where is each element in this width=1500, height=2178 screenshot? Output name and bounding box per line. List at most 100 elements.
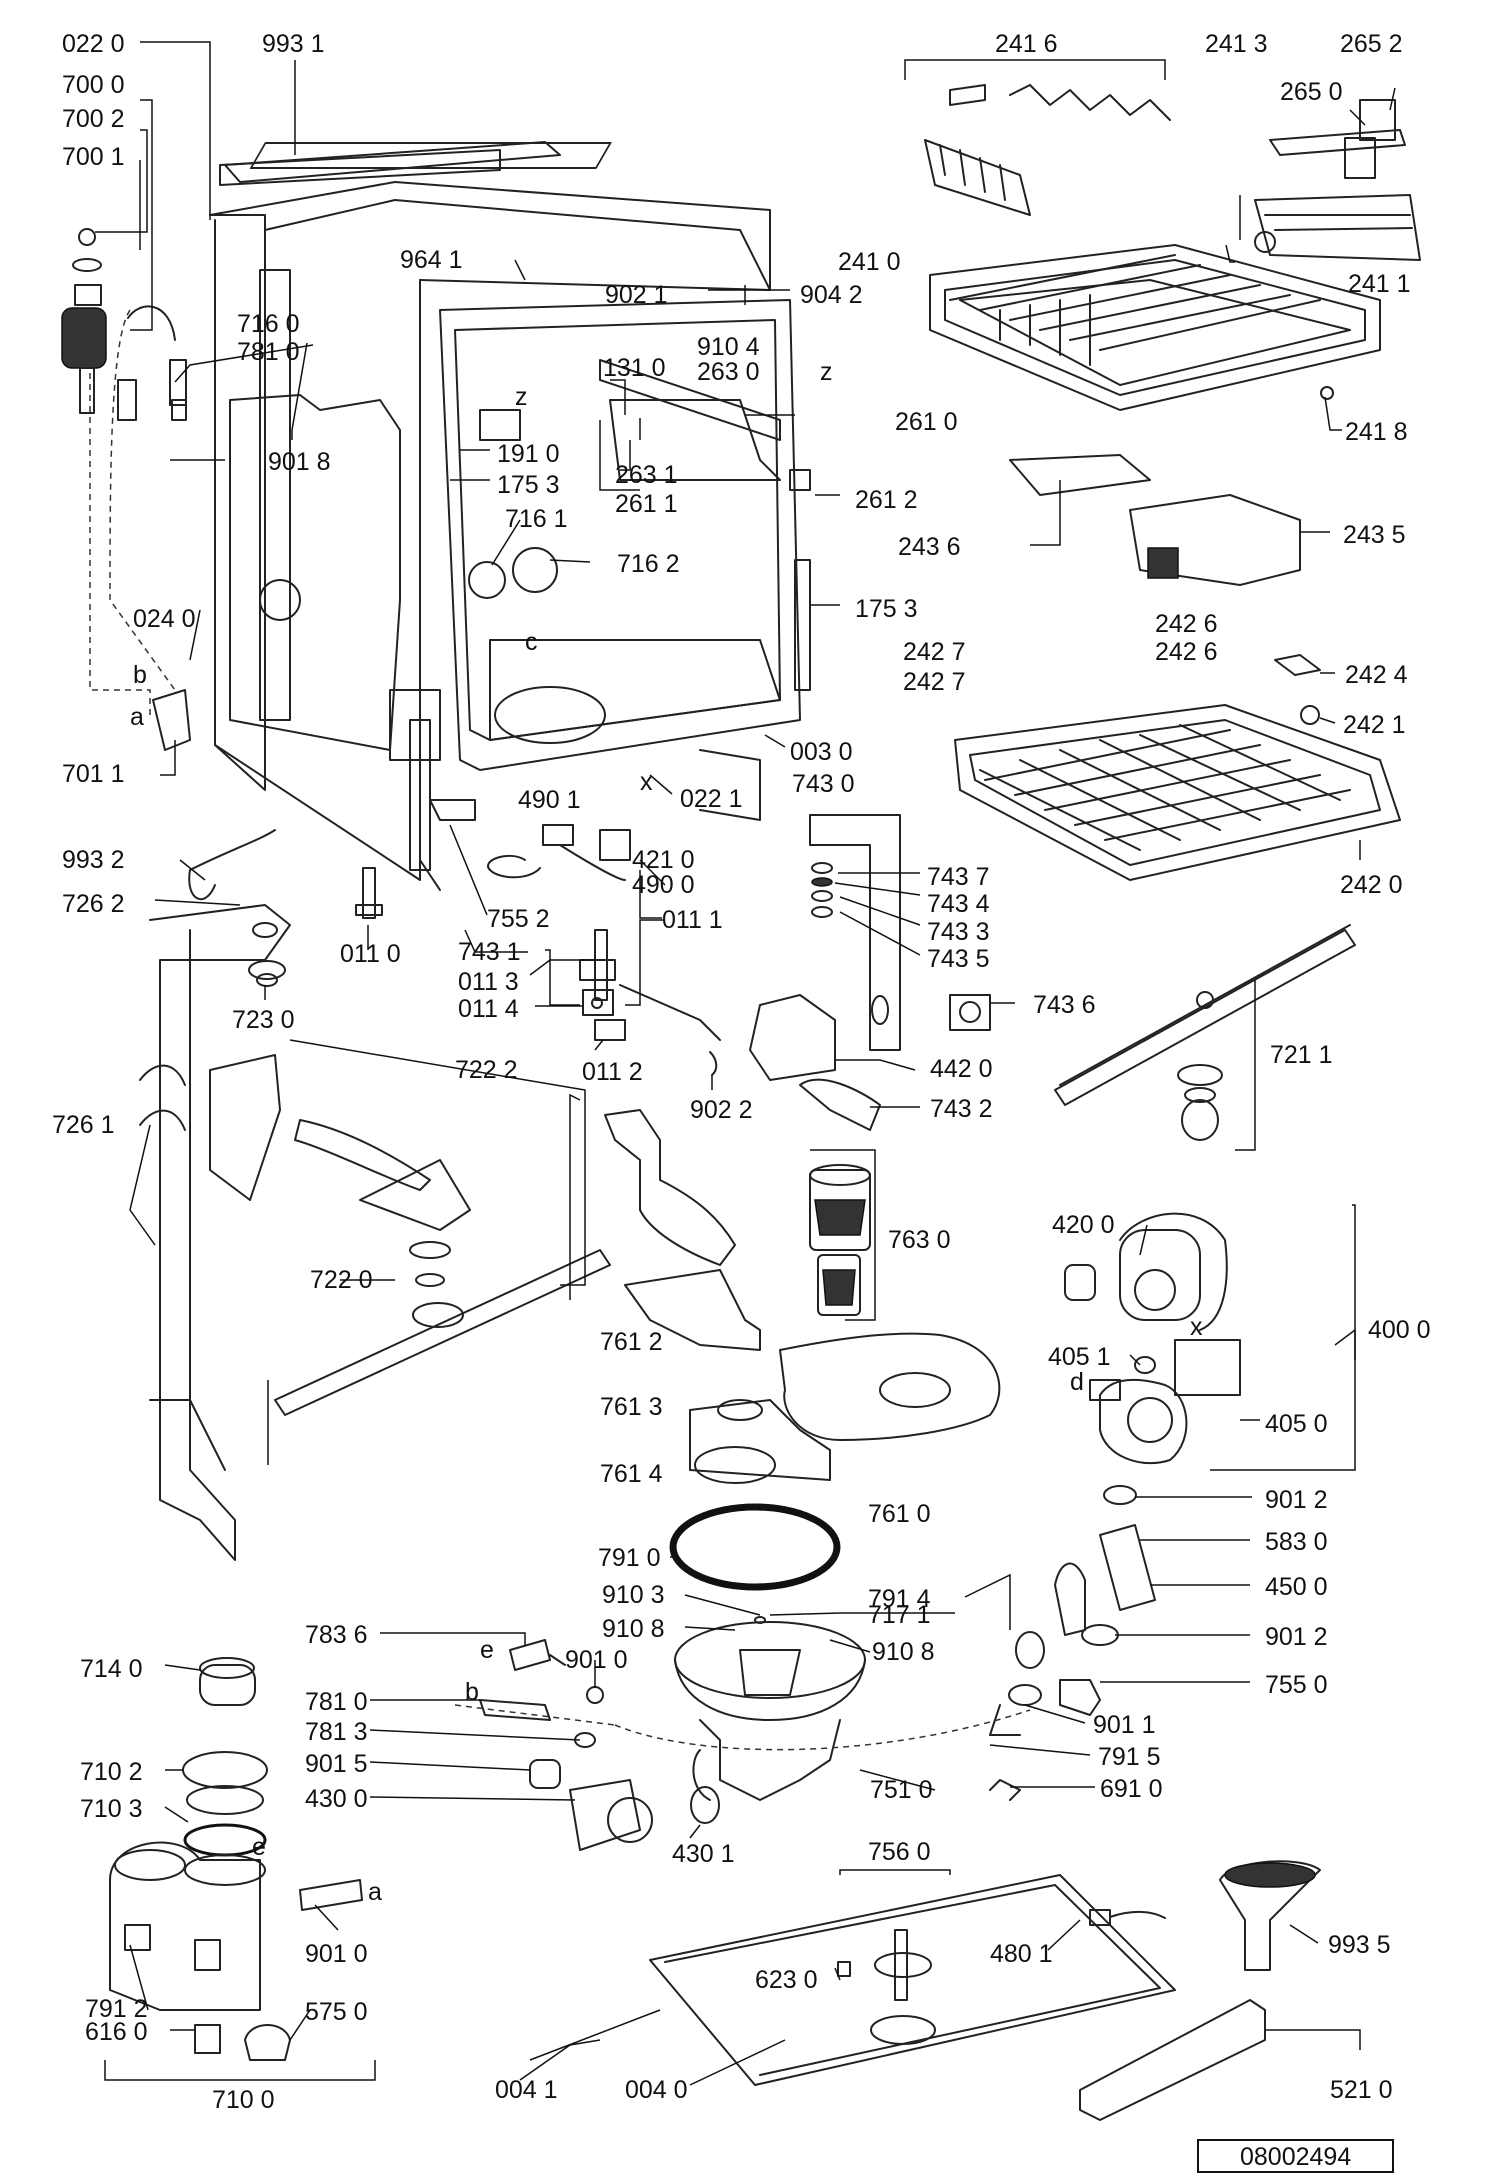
callout-label: 242 7 [903, 668, 966, 696]
svg-text:e: e [480, 1636, 494, 1664]
callout-label: 722 2 [455, 1056, 518, 1084]
svg-text:z: z [515, 383, 528, 411]
callout-label: 783 6 [305, 1621, 368, 1649]
callout-label: 442 0 [930, 1055, 993, 1083]
svg-text:z: z [820, 358, 833, 386]
callout-label: 755 2 [487, 905, 550, 933]
doc-number: 08002494 [1240, 2143, 1351, 2171]
callout-label: 993 2 [62, 846, 125, 874]
callout-label: 004 1 [495, 2076, 558, 2104]
callout-label: 261 2 [855, 486, 918, 514]
callout-label: 743 4 [927, 890, 990, 918]
callout-label: 420 0 [1052, 1211, 1115, 1239]
callout-label: 242 4 [1345, 661, 1408, 689]
callout-label: 004 0 [625, 2076, 688, 2104]
callout-label: 011 3 [458, 968, 519, 996]
svg-text:e: e [252, 1833, 266, 1861]
wrench-tool [188, 829, 276, 900]
callout-label: 265 0 [1280, 78, 1343, 106]
callout-label: 691 0 [1100, 1775, 1163, 1803]
callout-label: 242 6 [1155, 638, 1218, 666]
callout-label: 964 1 [400, 246, 463, 274]
callout-label: 003 0 [790, 738, 853, 766]
callout-label: 490 0 [632, 871, 695, 899]
callout-label: 243 6 [898, 533, 961, 561]
callout-label: 756 0 [868, 1838, 931, 1866]
upper-basket [929, 244, 1381, 411]
callout-label: 623 0 [755, 1966, 818, 1994]
callout-label: 910 3 [602, 1581, 665, 1609]
callout-label: 761 0 [868, 1500, 931, 1528]
callout-label: 726 1 [52, 1111, 115, 1139]
callout-label: 721 1 [1270, 1041, 1333, 1069]
lower-tube-and-sump-cover [604, 1109, 1001, 1484]
callout-label: 743 3 [927, 918, 990, 946]
callout-label: 902 1 [605, 281, 668, 309]
callout-label: 480 1 [990, 1940, 1053, 1968]
vent-assembly [749, 814, 991, 1131]
callout-label: 755 0 [1265, 1671, 1328, 1699]
svg-text:d: d [1070, 1368, 1084, 1396]
callout-label: 763 0 [888, 1226, 951, 1254]
callout-label: 241 0 [838, 248, 901, 276]
cutlery-tray-rail [1254, 99, 1421, 261]
callout-label: 241 8 [1345, 418, 1408, 446]
basket-wheel-clip [1274, 654, 1321, 676]
callout-label: 022 0 [62, 30, 125, 58]
callout-label: 993 5 [1328, 1931, 1391, 1959]
upper-spray-arm-assembly [1054, 924, 1356, 1141]
callout-label: 011 1 [662, 906, 723, 934]
callout-label: 901 2 [1265, 1623, 1328, 1651]
svg-text:x: x [640, 768, 653, 796]
callout-label: 781 0 [305, 1688, 368, 1716]
callout-label: 490 1 [518, 786, 581, 814]
callout-label: 241 1 [1348, 270, 1411, 298]
bracket-lines [104, 59, 1356, 2081]
spray-arm-supply-tube [139, 904, 291, 1561]
callout-label: 901 5 [305, 1750, 368, 1778]
callout-label: 011 4 [458, 995, 519, 1023]
sump-assembly [674, 1616, 866, 1824]
callout-label: 421 0 [632, 846, 695, 874]
callout-label: 761 3 [600, 1393, 663, 1421]
callout-label: 405 1 [1048, 1343, 1111, 1371]
hose-dashed-line [109, 309, 176, 691]
callout-label: 405 0 [1265, 1410, 1328, 1438]
callout-label: 714 0 [80, 1655, 143, 1683]
filter-assembly [809, 1164, 871, 1316]
lower-basket [954, 704, 1401, 881]
callout-label: 175 3 [855, 595, 918, 623]
cup-rack [1009, 454, 1151, 496]
callout-label: 011 2 [582, 1058, 643, 1086]
callout-label: 910 4 [697, 333, 760, 361]
callout-label: 902 2 [690, 1096, 753, 1124]
callout-label: 722 0 [310, 1266, 373, 1294]
svg-text:b: b [133, 661, 147, 689]
callout-label: 243 5 [1343, 521, 1406, 549]
svg-text:x: x [1190, 1313, 1203, 1341]
svg-text:a: a [368, 1878, 382, 1906]
callout-label: 242 1 [1343, 711, 1406, 739]
callout-label: 901 0 [305, 1940, 368, 1968]
callout-label: 242 0 [1340, 871, 1403, 899]
lower-spray-arm-assembly [209, 1054, 611, 1416]
callout-label: 901 1 [1093, 1711, 1156, 1739]
hose-clip [152, 689, 191, 751]
callout-label: 743 2 [930, 1095, 993, 1123]
callout-label: 175 3 [497, 471, 560, 499]
callout-label: 717 1 [868, 1601, 931, 1629]
salt-hose-connector [299, 1879, 363, 1911]
doc-number-box [1197, 2139, 1394, 2173]
base-plate [649, 1874, 1176, 2086]
callout-label: 022 1 [680, 785, 743, 813]
callout-label: 901 2 [1265, 1486, 1328, 1514]
drain-hose-clip [429, 799, 476, 821]
callout-label: 743 0 [792, 770, 855, 798]
callout-label: 011 0 [340, 940, 401, 968]
leader-lines [95, 41, 1396, 2086]
callout-label: 791 5 [1098, 1743, 1161, 1771]
callout-label: 791 0 [598, 1544, 661, 1572]
hose-dashed-line [89, 340, 151, 720]
dishwasher-cabinet [209, 142, 811, 881]
callout-label: 743 1 [458, 938, 521, 966]
